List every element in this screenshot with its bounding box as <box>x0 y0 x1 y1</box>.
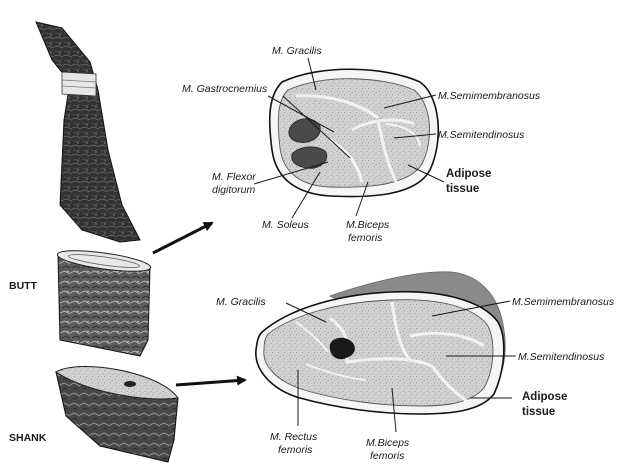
butt-label: BUTT <box>9 280 38 292</box>
label-lower-biceps: M.Biceps <box>366 437 410 449</box>
upper-cross-section <box>270 69 439 196</box>
label-upper-femoris: femoris <box>348 232 383 244</box>
label-upper-gastrocnemius: M. Gastrocnemius <box>182 83 268 95</box>
label-upper-flexor: M. Flexor <box>212 171 256 183</box>
label-lower-adipose: Adipose <box>522 391 567 403</box>
lower-cross-section <box>256 272 505 414</box>
label-lower-femoris-rectus: femoris <box>278 444 313 456</box>
arrow-to-upper-section <box>153 223 212 253</box>
shank-label: SHANK <box>9 432 47 444</box>
label-upper-biceps: M.Biceps <box>346 219 390 231</box>
flexor-dark-lobe <box>292 147 327 168</box>
butt-piece <box>56 247 151 356</box>
whole-ham <box>36 22 140 242</box>
label-upper-soleus: M. Soleus <box>262 219 309 231</box>
label-upper-gracilis: M. Gracilis <box>272 45 322 57</box>
label-lower-rectus: M. Rectus <box>270 431 318 443</box>
label-upper-semimembranosus: M.Semimembranosus <box>438 90 541 102</box>
label-upper-semitendinosus: M.Semitendinosus <box>438 129 525 141</box>
label-lower-gracilis: M. Gracilis <box>216 296 266 308</box>
label-lower-semimembranosus: M.Semimembranosus <box>512 296 615 308</box>
label-lower-tissue: tissue <box>522 406 555 418</box>
label-lower-semitendinosus: M.Semitendinosus <box>518 351 605 363</box>
shank-piece <box>56 366 178 462</box>
label-upper-tissue: tissue <box>446 183 479 195</box>
label-upper-digitorum: digitorum <box>212 184 255 196</box>
arrow-to-lower-section <box>176 380 245 385</box>
label-lower-femoris-biceps: femoris <box>370 450 405 462</box>
label-upper-adipose: Adipose <box>446 168 491 180</box>
